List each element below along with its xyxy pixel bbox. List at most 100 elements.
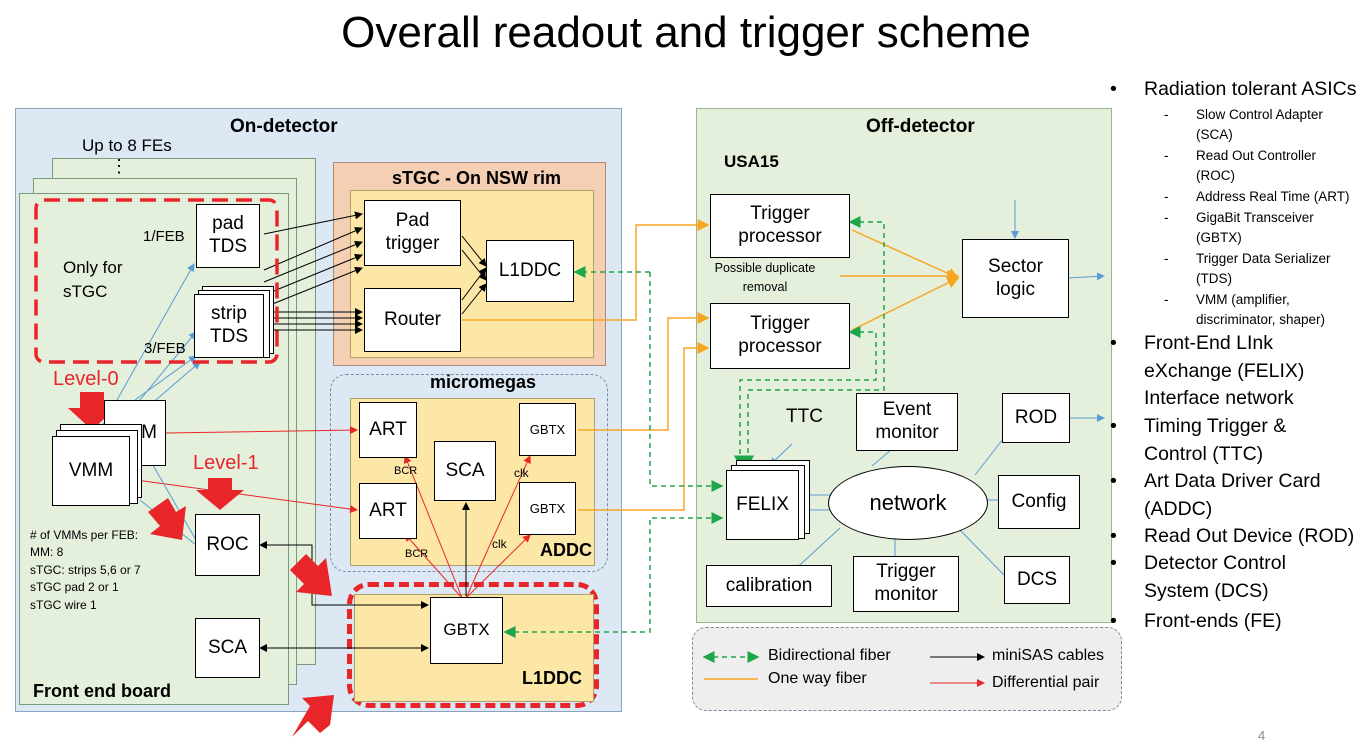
felix-box: FELIX	[726, 470, 799, 540]
roc-box: ROC	[195, 514, 260, 576]
micromegas-region	[330, 374, 608, 572]
event-monitor-box: Event monitor	[856, 393, 958, 451]
off-detector-title: Off-detector	[866, 116, 975, 137]
sub-text: (ROC)	[1196, 167, 1235, 183]
possible-duplicate-line: removal	[742, 279, 788, 294]
bullet-text: Timing Trigger &	[1144, 415, 1287, 437]
pad-trigger-box: Pad trigger	[364, 200, 461, 266]
trigger-monitor-line: monitor	[874, 584, 938, 605]
clk-label-top: clk	[514, 466, 529, 480]
router-label: Router	[383, 308, 442, 330]
l1ddc-bottom-label: L1DDC	[522, 668, 583, 688]
router-box: Router	[364, 288, 461, 352]
vmm-count-line: sTGC wire 1	[30, 597, 97, 612]
sca-addc-box: SCA	[434, 441, 496, 501]
bcr-label-bottom: BCR	[405, 548, 429, 560]
bullet-dot: •	[1110, 78, 1117, 100]
trigger-processor-bottom: Trigger processor	[710, 303, 850, 369]
bullet-asics: • Radiation tolerant ASICs	[1110, 76, 1357, 104]
legend-one-way: One way fiber	[768, 670, 867, 687]
bullet-text: Control (TTC)	[1144, 442, 1264, 465]
gbtx-addc-top: GBTX	[519, 403, 576, 456]
trigger-processor-line: Trigger	[750, 313, 810, 335]
strip-tds-line: TDS	[210, 326, 248, 347]
trigger-processor-line: processor	[738, 336, 822, 357]
vmm-label: VMM	[68, 459, 114, 481]
one-feb-label: 1/FEB	[143, 228, 185, 245]
level1-label: Level-1	[193, 452, 259, 474]
bullet-text: Radiation tolerant ASICs	[1144, 78, 1357, 100]
trigger-processor-top: Trigger processor	[710, 194, 850, 258]
trigger-monitor-box: Trigger monitor	[853, 556, 959, 612]
pad-tds-line: TDS	[209, 236, 247, 257]
legend-region	[692, 627, 1122, 711]
sub-text: discriminator, shaper)	[1196, 311, 1326, 327]
sub-text: Slow Control Adapter	[1196, 107, 1323, 122]
sub-gbtx: -GigaBit Transceiver(GBTX)	[1164, 208, 1314, 247]
dash-icon: -	[1164, 107, 1169, 122]
network-ellipse: network	[828, 466, 988, 540]
pad-trigger-line: trigger	[385, 233, 440, 254]
dash-icon: -	[1164, 251, 1169, 266]
sub-vmm: -VMM (amplifier,discriminator, shaper)	[1164, 290, 1326, 329]
sub-text: GigaBit Transceiver	[1196, 210, 1314, 225]
sca-feb-box: SCA	[195, 618, 260, 678]
bullet-text: Front-ends (FE)	[1144, 610, 1282, 632]
sub-art: - Address Real Time (ART)	[1164, 187, 1350, 207]
dcs-box: DCS	[1004, 556, 1070, 604]
only-for-stgc-line1: Only for	[63, 258, 123, 277]
sub-text: Trigger Data Serializer	[1196, 251, 1331, 266]
l1ddc-rim-label: L1DDC	[498, 259, 562, 281]
on-detector-title: On-detector	[230, 116, 338, 137]
config-label: Config	[1011, 490, 1067, 512]
usa15-label: USA15	[724, 152, 779, 171]
sub-text: Address Real Time (ART)	[1196, 189, 1350, 204]
pad-tds-line: pad	[212, 213, 244, 235]
bullet-text: Interface network	[1144, 387, 1294, 410]
bullet-ttc: • Timing Trigger & Control (TTC)	[1110, 413, 1287, 468]
pad-trigger-line: Pad	[395, 210, 430, 232]
dcs-label: DCS	[1016, 568, 1058, 590]
sub-text: VMM (amplifier,	[1196, 292, 1290, 307]
gbtx-label: GBTX	[529, 500, 566, 516]
bullet-dot: •	[1110, 415, 1117, 437]
sub-roc: -Read Out Controller(ROC)	[1164, 146, 1316, 185]
art-label: ART	[369, 499, 407, 521]
bullet-dot: •	[1110, 332, 1117, 354]
trigger-processor-line: processor	[738, 226, 822, 247]
sub-sca: -Slow Control Adapter(SCA)	[1164, 105, 1323, 144]
event-monitor-line: monitor	[875, 422, 939, 443]
strip-tds-box: strip TDS	[194, 294, 264, 358]
dash-icon: -	[1164, 189, 1169, 204]
sub-tds: -Trigger Data Serializer(TDS)	[1164, 249, 1331, 288]
bullet-fe: • Front-ends (FE)	[1110, 608, 1282, 636]
bullet-text: System (DCS)	[1144, 579, 1269, 602]
art-label: ART	[369, 418, 407, 440]
bullet-text: Read Out Device (ROD)	[1144, 525, 1355, 547]
trigger-processor-line: Trigger	[750, 203, 810, 225]
bullet-text: Front-End LInk	[1144, 332, 1273, 354]
micromegas-title: micromegas	[430, 372, 537, 392]
level0-label: Level-0	[53, 368, 119, 390]
bullet-dot: •	[1110, 552, 1117, 574]
gbtx-addc-bottom: GBTX	[519, 482, 576, 535]
page-title: Overall readout and trigger scheme	[341, 8, 1031, 57]
event-monitor-line: Event	[882, 399, 932, 421]
front-end-board-label: Front end board	[33, 681, 171, 701]
page-number: 4	[1258, 728, 1266, 743]
legend-minisas: miniSAS cables	[992, 647, 1105, 664]
clk-label-bottom: clk	[492, 537, 507, 551]
three-feb-label: 3/FEB	[144, 340, 186, 357]
addc-label: ADDC	[540, 540, 592, 560]
sector-logic-box: Sector logic	[962, 239, 1069, 318]
bullet-dot: •	[1110, 470, 1117, 492]
sector-logic-line: Sector	[988, 255, 1043, 277]
vmm-box: VMM	[52, 436, 130, 506]
only-for-stgc-line2: sTGC	[63, 282, 108, 301]
gbtx-label: GBTX	[529, 421, 566, 437]
legend-differential: Differential pair	[992, 674, 1100, 691]
bullet-text: Art Data Driver Card	[1144, 470, 1321, 492]
stgc-rim-title: sTGC - On NSW rim	[392, 168, 562, 188]
gbtx-l1ddc-label: GBTX	[443, 620, 490, 640]
